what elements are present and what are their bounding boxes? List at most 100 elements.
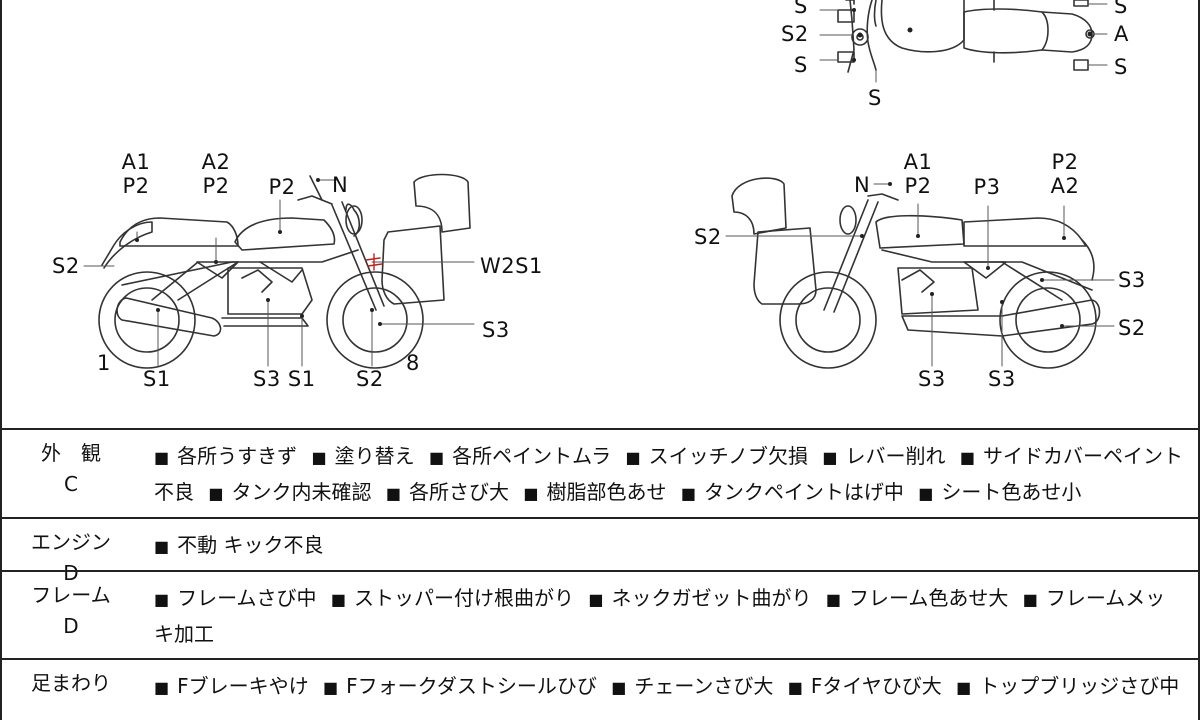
label-left-w2s1: W2S1 [480,254,543,278]
label-top-s-lower-left: S [794,53,808,77]
condition-item: ■ 塗り替え [303,444,414,468]
category-cell: 足まわり [2,660,140,699]
condition-item: ■ ストッパー付け根曲がり [323,586,574,610]
label-top-s-upper-right: S [1114,0,1128,18]
condition-row-exterior: 外 観 C ■ 各所うすきず ■ 塗り替え ■ 各所ペイントムラ ■ スイッチノブ欠損 … [2,428,1200,517]
condition-item-text: 塗り替え [334,444,415,468]
label-right-n: N [854,173,871,197]
condition-items: ■ フレームさび中 ■ ストッパー付け根曲がり ■ ネックガゼット曲がり ■ フレーム色… [154,572,1184,658]
bullet-square-icon: ■ [385,484,401,503]
bullet-square-icon: ■ [428,448,445,467]
bullet-square-icon: ■ [959,448,975,467]
bullet-square-icon: ■ [330,590,347,609]
condition-item: ■ Fタイヤひび大 [780,674,942,698]
condition-item-text: レバー削れ [845,444,946,468]
condition-item: ■ ネックガゼット曲がり [580,586,811,610]
label-top-s-upper-left: S [794,0,808,18]
bullet-square-icon: ■ [588,590,604,609]
label-right-p3: P3 [973,175,1001,199]
condition-item-text: サイドカバーペイント不良 [154,444,1183,504]
category-grade: C [64,472,78,496]
bullet-square-icon: ■ [154,537,170,556]
label-left-s1: S1 [143,367,171,391]
condition-item-text: フレーム色あせ大 [848,586,1009,610]
motorcycle-right-view [725,177,1115,369]
damage-diagram: S S2 S S S A S A1 P2 A2 P2 P2 N S2 W2S1 … [2,0,1200,428]
bullet-square-icon: ■ [154,448,170,467]
condition-item-text: タンクペイントはげ中 [703,480,904,504]
label-left-a2-p2: A2 P2 [201,150,231,198]
category-cell: 外 観 C [2,430,140,500]
bullet-square-icon: ■ [311,448,327,467]
bullet-square-icon: ■ [680,484,696,503]
condition-table: 外 観 C ■ 各所うすきず ■ 塗り替え ■ 各所ペイントムラ ■ スイッチノブ欠損 … [2,428,1200,711]
condition-item-text: ストッパー付け根曲がり [354,586,575,610]
condition-item: ■フレームメッキ加工 [154,586,1165,646]
label-right-a1-p2: A1 P2 [903,150,933,198]
condition-item: ■ フレーム色あせ大 [818,586,1009,610]
label-left-s2: S2 [52,254,80,278]
bullet-square-icon: ■ [918,484,934,503]
motorcycle-top-view [819,0,1108,83]
condition-item-text: 不動 キック不良 [177,533,324,557]
condition-item: ■ 各所うすきず [154,444,297,468]
category-cell: フレーム D [2,572,140,642]
condition-item-text: フレームメッキ加工 [154,586,1166,646]
condition-item: ■ レバー削れ [814,444,945,468]
category-name: 外 観 [41,441,101,465]
label-left-p2: P2 [268,175,296,199]
condition-item-text: 各所さび大 [408,480,509,504]
condition-item: ■サイドカバーペイント不良 [154,444,1183,504]
bullet-square-icon: ■ [154,678,170,697]
condition-items: ■Fブレーキやけ ■Fフォークダストシールひび ■チェーンさび大 ■Fタイヤひび… [154,660,1184,711]
category-name: エンジン [31,530,111,554]
category-name: 足まわり [31,671,111,695]
label-right-p2-a2: P2 A2 [1050,150,1080,198]
condition-item-text: スイッチノブ欠損 [648,444,808,468]
condition-item: ■ チェーンさび大 [603,674,773,698]
bullet-square-icon: ■ [625,448,641,467]
condition-item-text: 各所ペイントムラ [452,444,612,468]
label-left-number-1: 1 [97,351,111,375]
condition-item-text: Fタイヤひび大 [810,674,942,698]
condition-item: ■タンク内未確認 [200,480,371,504]
motorcycle-left-view [83,173,475,369]
condition-item: ■ Fブレーキやけ [154,674,309,698]
label-left-s3-right: S3 [482,318,510,342]
label-right-s3-bottom-a: S3 [918,367,946,391]
condition-row-suspension: 足まわり ■Fブレーキやけ ■Fフォークダストシールひび ■チェーンさび大 ■F… [2,658,1200,711]
category-grade: D [63,614,79,638]
label-left-s3-s1: S3 S1 [253,367,316,391]
condition-item-text: フレームさび中 [177,586,317,610]
condition-item-text: チェーンさび大 [634,674,774,698]
bullet-square-icon: ■ [611,678,627,697]
condition-item: ■樹脂部色あせ [515,480,666,504]
condition-item-text: Fブレーキやけ [177,674,309,698]
label-left-number-8: 8 [406,351,420,375]
condition-item: ■ 各所ペイントムラ [421,444,611,468]
bullet-square-icon: ■ [1022,590,1038,609]
bullet-square-icon: ■ [825,590,841,609]
condition-item-text: 各所うすきず [177,444,298,468]
bullet-square-icon: ■ [822,448,838,467]
bullet-square-icon: ■ [956,678,972,697]
category-name: フレーム [31,583,111,607]
condition-item-text: トップブリッジさび中 [979,674,1180,698]
bullet-square-icon: ■ [787,678,803,697]
label-left-n: N [332,173,349,197]
bullet-square-icon: ■ [323,678,339,697]
condition-item: ■ タンクペイントはげ中 [673,480,904,504]
condition-item: ■ 各所さび大 [378,480,509,504]
category-grade: D [63,561,79,585]
condition-item-text: シート色あせ小 [941,480,1082,504]
label-left-s2-bottom: S2 [356,367,384,391]
condition-item-text: ネックガゼット曲がり [611,586,812,610]
condition-item: ■ シート色あせ小 [910,480,1081,504]
condition-items: ■ 各所うすきず ■ 塗り替え ■ 各所ペイントムラ ■ スイッチノブ欠損 ■ レバー削れ… [154,430,1184,517]
condition-item: ■ スイッチノブ欠損 [617,444,808,468]
label-right-s2-right: S2 [1118,316,1146,340]
condition-items: ■ 不動 キック不良 [154,519,1184,570]
label-right-s3-bottom-b: S3 [988,367,1016,391]
label-top-a-right: A [1114,22,1129,46]
